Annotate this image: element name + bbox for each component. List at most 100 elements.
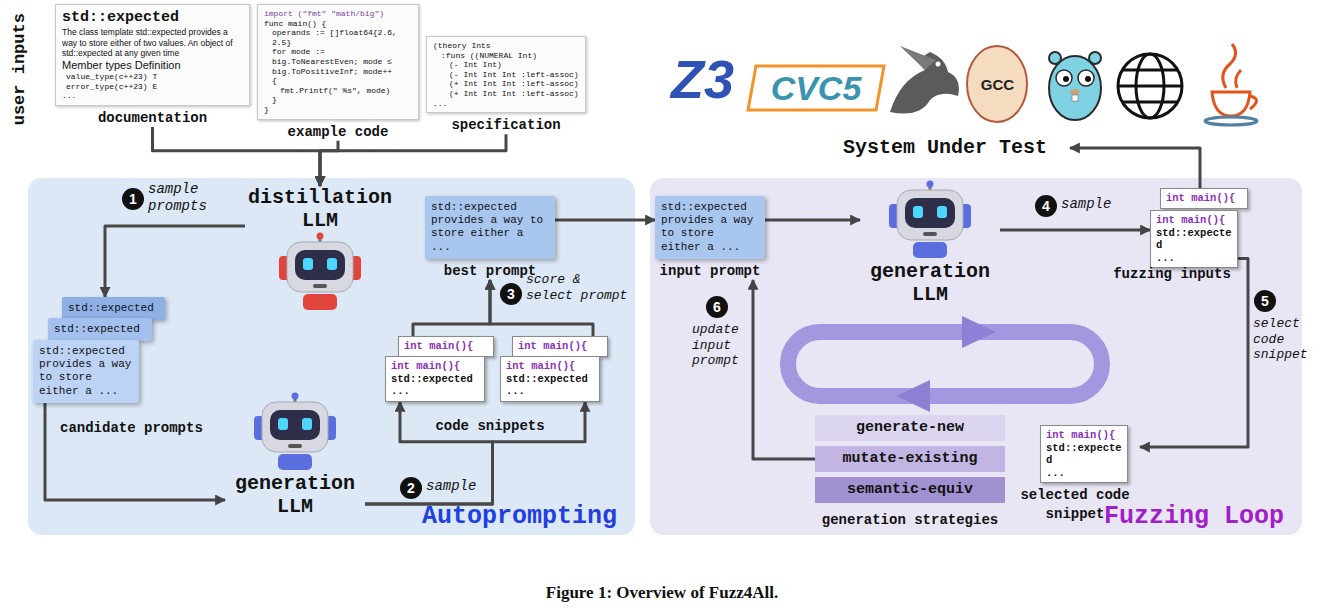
node-text: Member types Definition bbox=[62, 59, 243, 72]
caption-label: candidate prompts bbox=[60, 420, 220, 437]
robot-icon bbox=[913, 206, 923, 218]
java-logo bbox=[1205, 117, 1257, 125]
code-card-face: int main(){ bbox=[1160, 188, 1248, 209]
robot-icon bbox=[303, 258, 313, 270]
connector-arrow bbox=[365, 402, 585, 504]
connector-arrow bbox=[105, 226, 245, 297]
node-text: std::expected bbox=[1156, 227, 1232, 252]
code-card-face: int main(){std::expected... bbox=[385, 356, 485, 402]
strategy-box: semantic-equiv bbox=[815, 477, 1005, 503]
robot-icon bbox=[913, 242, 947, 258]
robot-icon bbox=[313, 284, 327, 288]
llm-robot: generation LLM bbox=[860, 180, 1000, 306]
prompt-card-face: std::expected bbox=[62, 297, 165, 320]
panel-fill bbox=[28, 178, 1302, 535]
callout-number: 1 bbox=[122, 188, 144, 210]
node-text: std::expected bbox=[68, 302, 159, 315]
node-text: (- Int Int) bbox=[433, 60, 579, 70]
node-text: ... bbox=[506, 385, 594, 398]
robot-icon bbox=[270, 410, 320, 440]
strategy-box: mutate-existing bbox=[815, 446, 1005, 472]
caption-text: documentation bbox=[55, 109, 250, 127]
llm-robot: distillation LLM bbox=[245, 186, 395, 312]
callout-number: 4 bbox=[1035, 195, 1057, 217]
specification-card: (theory Ints:funs ((NUMERAL Int)(- Int I… bbox=[426, 36, 586, 134]
node-text: int main(){ bbox=[391, 360, 479, 373]
callout-number: 6 bbox=[706, 296, 728, 318]
step-label: select code snippet bbox=[1253, 316, 1315, 363]
robot-icon bbox=[927, 181, 934, 188]
code-card: int main(){ bbox=[1160, 188, 1248, 209]
gcc-logo: GCC bbox=[970, 76, 1025, 94]
step-label: sample bbox=[1061, 196, 1131, 213]
java-logo bbox=[1250, 96, 1257, 109]
callout-number: 3 bbox=[500, 283, 522, 305]
connector-arrow bbox=[1070, 148, 1200, 188]
connector-arrow bbox=[1140, 258, 1248, 447]
code-card: int main(){std::expected... bbox=[500, 356, 600, 402]
node-text: std::expected provides a way to store ei… bbox=[661, 201, 759, 254]
node-text: generate-new bbox=[819, 419, 1001, 437]
system-under-test-title: System Under Test bbox=[820, 136, 1070, 160]
node-text: generation LLM bbox=[225, 472, 365, 518]
go-gopher-logo bbox=[1078, 70, 1094, 86]
caption-text: selected code snippet bbox=[1010, 486, 1140, 522]
step-label: score & select prompt bbox=[526, 272, 632, 303]
node-text: ... bbox=[391, 385, 479, 398]
caption-text: specification bbox=[426, 116, 586, 134]
prompt-card-face: std::expected provides a way to store ei… bbox=[425, 196, 555, 259]
node-text: semantic-equiv bbox=[819, 481, 1001, 499]
node-text: import ("fmt" "math/big") bbox=[264, 9, 412, 19]
caption-label: code snippets bbox=[420, 418, 560, 435]
node-text: std::expected provides a way to store ei… bbox=[39, 345, 133, 398]
robot-icon bbox=[278, 454, 312, 470]
node-text: std::expected bbox=[54, 323, 146, 336]
connector-arrow bbox=[320, 141, 338, 186]
go-gopher-logo bbox=[1072, 95, 1078, 101]
connector-arrow bbox=[365, 402, 493, 504]
robot-icon bbox=[292, 393, 299, 400]
cvc5-logo bbox=[748, 66, 884, 110]
strategy-box-face: generate-new bbox=[815, 415, 1005, 441]
node-text: std::expected bbox=[506, 373, 594, 386]
prompt-card: std::expected bbox=[62, 297, 165, 320]
robot-icon bbox=[278, 418, 288, 430]
prompt-card-face: std::expected provides a way to store ei… bbox=[655, 196, 765, 259]
node-text: The class template std::expected provide… bbox=[62, 27, 243, 59]
node-text: operands := []float64{2.6, 2.5} bbox=[264, 28, 412, 47]
code-card-face: int main(){std::expected... bbox=[1040, 425, 1128, 483]
connector-arrow bbox=[1000, 229, 1150, 232]
node-text: mutate-existing bbox=[819, 450, 1001, 468]
node-text: fmt.Printf(" %s", mode) bbox=[264, 86, 412, 96]
llm-robot: generation LLM bbox=[225, 392, 365, 518]
robot-icon bbox=[923, 232, 937, 236]
robot-icon bbox=[288, 444, 302, 448]
node-text: std::expected bbox=[62, 9, 243, 27]
gcc-logo bbox=[967, 46, 1027, 122]
globe-logo bbox=[1118, 70, 1182, 102]
callout-number: 2 bbox=[400, 477, 422, 499]
node-text: ... bbox=[433, 99, 579, 109]
fuzzing-loop-panel: Fuzzing Loopstd::expected provides a way… bbox=[650, 178, 1302, 535]
node-text: ... bbox=[62, 91, 243, 101]
node-text: (theory Ints bbox=[433, 41, 579, 51]
loop-arrow bbox=[788, 316, 1102, 412]
connector-arrow bbox=[753, 280, 815, 459]
node-text: int main(){ bbox=[1166, 192, 1242, 205]
code-card-face: int main(){std::expected... bbox=[1150, 210, 1238, 268]
cvc5-logo: CVC5 bbox=[752, 66, 880, 110]
java-logo bbox=[1223, 44, 1236, 88]
node-text: ... bbox=[1046, 467, 1122, 480]
step-label: sample prompts bbox=[148, 181, 220, 215]
autoprompting-panel: Autopromptingdistillation LLMstd::expect… bbox=[28, 178, 635, 535]
code-card: int main(){std::expected... bbox=[385, 356, 485, 402]
robot-icon bbox=[897, 190, 963, 240]
robot-icon bbox=[295, 250, 345, 280]
node-text: { bbox=[264, 76, 412, 86]
go-gopher-logo bbox=[1049, 56, 1101, 120]
caption-label: generation strategies bbox=[800, 512, 1020, 529]
robot-icon bbox=[937, 206, 947, 218]
node-text: System Under Test bbox=[820, 136, 1070, 160]
node-text: } bbox=[264, 105, 412, 115]
node-text: :funs ((NUMERAL Int) bbox=[433, 51, 579, 61]
